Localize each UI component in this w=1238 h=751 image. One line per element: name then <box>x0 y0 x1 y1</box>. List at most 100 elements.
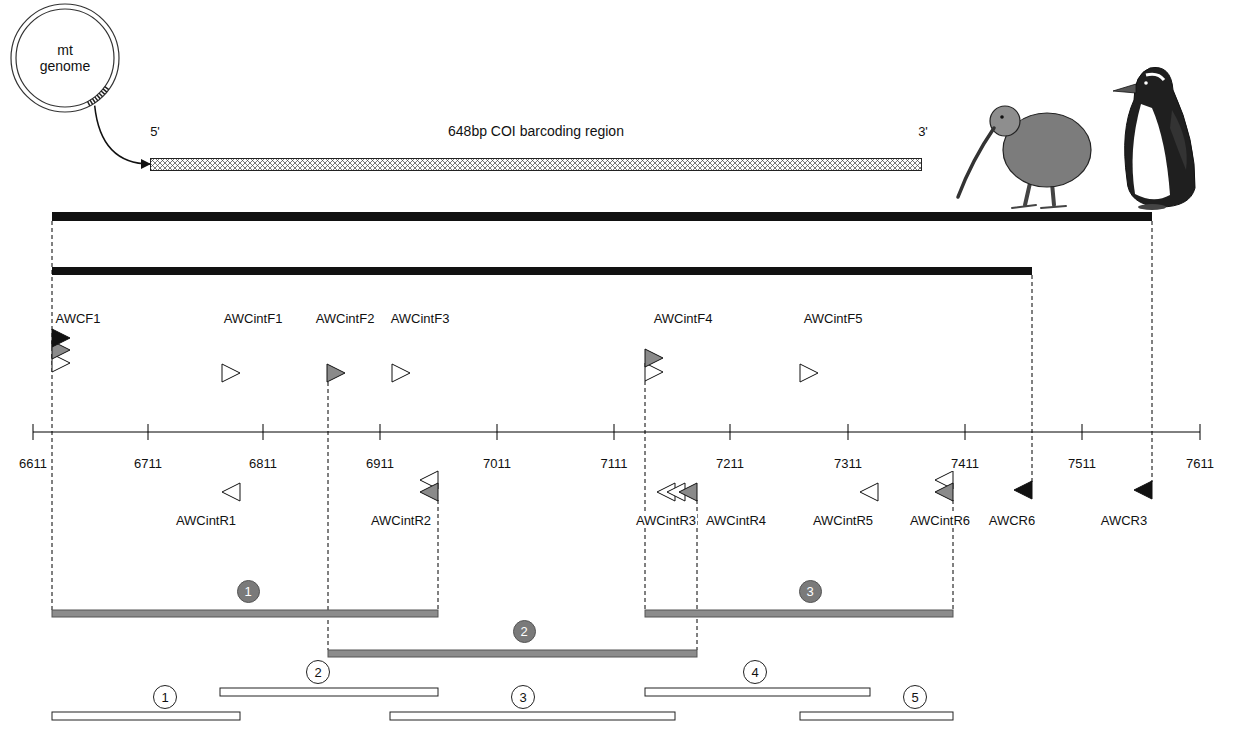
guide-line <box>645 381 646 610</box>
axis-value: 7311 <box>833 456 863 471</box>
axis-value: 6911 <box>365 456 395 471</box>
fragment-bar <box>52 712 240 720</box>
axis-value: 7411 <box>950 456 980 471</box>
primer-name: AWCintR4 <box>705 513 767 528</box>
kiwi-feet <box>1012 205 1066 208</box>
primer-triangle <box>645 349 663 367</box>
tick <box>497 424 498 440</box>
fragment-bar <box>52 610 438 617</box>
callout-text: 3 <box>519 690 526 705</box>
kiwi-head <box>990 106 1020 136</box>
tick <box>614 424 615 440</box>
axis-value: 6811 <box>248 456 278 471</box>
tick <box>33 424 34 440</box>
penguin-flipper <box>1170 110 1187 170</box>
axis-value: 7611 <box>1185 456 1215 471</box>
callout-text: 3 <box>806 584 813 599</box>
callout-number: 2 <box>306 660 330 684</box>
primer-name: AWCintR3 <box>635 513 697 528</box>
primer-triangle <box>1014 481 1032 499</box>
penguin-illustration <box>1113 67 1195 210</box>
axis-value: 7211 <box>715 456 745 471</box>
axis-value: 7111 <box>600 456 629 471</box>
penguin-belly <box>1133 104 1170 199</box>
callout-number: 4 <box>743 660 767 684</box>
callout-number: 1 <box>153 685 177 709</box>
callout-text: 4 <box>751 665 758 680</box>
primer-name: AWCintF1 <box>223 311 284 326</box>
axis-line <box>33 432 1200 433</box>
guide-lines <box>52 221 1152 650</box>
hatched-band <box>150 158 922 171</box>
primer-triangle <box>392 364 410 382</box>
callout-number: 3 <box>511 685 535 709</box>
fragment-bar <box>390 712 675 720</box>
amplicon-bar <box>52 267 1032 275</box>
tick <box>380 424 381 440</box>
callout-number: 2 <box>513 620 536 643</box>
penguin-head-patch <box>1146 74 1164 80</box>
fragment-bar <box>328 650 697 657</box>
kiwi-illustration <box>958 106 1091 208</box>
genome-label: mt genome <box>34 42 96 74</box>
tick <box>263 424 264 440</box>
primer-triangle <box>800 364 818 382</box>
primer-triangle <box>327 364 345 382</box>
callout-text: 5 <box>911 690 918 705</box>
callout-text: 1 <box>161 690 168 705</box>
penguin-beak <box>1113 84 1136 93</box>
primer-triangle <box>222 483 240 501</box>
primer-triangle <box>679 483 697 501</box>
penguin-eye <box>1144 81 1148 85</box>
kiwi-eye <box>1000 115 1004 119</box>
primer-triangle <box>222 364 240 382</box>
amplicon-bar <box>52 212 1152 221</box>
guide-line <box>52 221 53 610</box>
primer-triangle <box>860 483 878 501</box>
callout-text: 2 <box>520 624 527 639</box>
callout-number: 5 <box>903 685 927 709</box>
guide-line <box>438 500 439 610</box>
fragment-bar <box>645 610 953 617</box>
connector-arrow <box>95 106 150 164</box>
primer-triangle <box>935 483 953 501</box>
forward-primers <box>52 329 818 382</box>
axis-value: 6711 <box>133 456 163 471</box>
primer-triangle <box>1134 481 1152 499</box>
grey-fragments <box>52 610 953 657</box>
callout-text: 2 <box>314 665 321 680</box>
callout-text: 1 <box>244 584 251 599</box>
end-label: 5' <box>149 124 161 139</box>
barcode-band: 648bp COI barcoding region <box>150 122 922 172</box>
guide-line <box>1032 275 1033 482</box>
primer-name: AWCintR6 <box>909 513 971 528</box>
primer-name: AWCintR5 <box>812 513 874 528</box>
penguin-feet <box>1138 204 1166 210</box>
kiwi-beak <box>958 128 994 197</box>
primer-name: AWCintF3 <box>390 311 451 326</box>
axis-value: 7011 <box>482 456 512 471</box>
end-label: 3' <box>917 124 929 139</box>
white-fragments <box>52 688 953 720</box>
genome-circle: mt genome <box>9 2 121 114</box>
primer-name: AWCintF5 <box>803 311 864 326</box>
tick <box>148 424 149 440</box>
axis-value: 7511 <box>1067 456 1097 471</box>
fragment-bar <box>800 712 953 720</box>
primer-triangle <box>420 483 438 501</box>
fragment-bar <box>645 688 870 696</box>
primer-name: AWCR3 <box>1100 513 1148 528</box>
fragment-bar <box>220 688 438 696</box>
axis-ticks <box>33 424 1200 440</box>
tick <box>730 424 731 440</box>
primer-name: AWCR6 <box>988 513 1036 528</box>
callout-number: 1 <box>237 580 260 603</box>
primer-name: AWCintF4 <box>653 311 714 326</box>
reverse-primers <box>222 471 1152 501</box>
primer-name: AWCF1 <box>54 311 101 326</box>
axis-value: 6611 <box>18 456 48 471</box>
tick <box>965 424 966 440</box>
primer-triangle <box>52 329 70 347</box>
band-title: 648bp COI barcoding region <box>150 122 922 140</box>
